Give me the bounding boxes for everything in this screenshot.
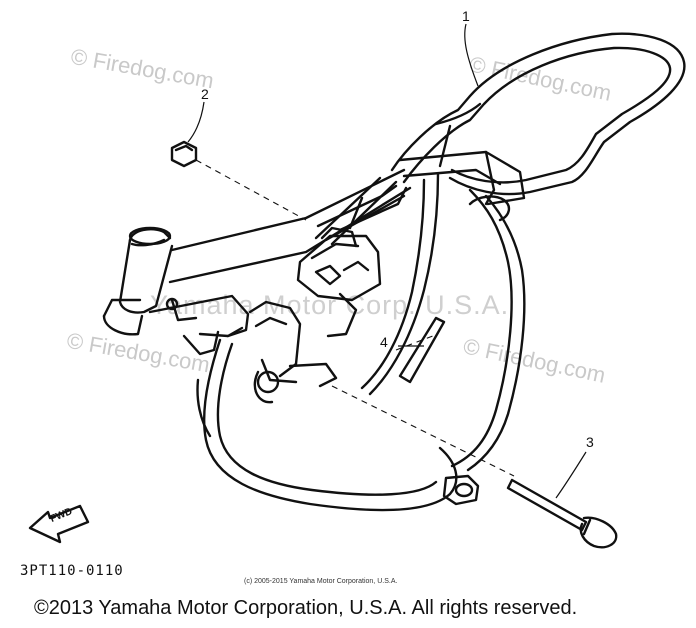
rear-loop — [360, 172, 526, 472]
nut-part-2 — [170, 140, 198, 168]
seat-rail-outline — [390, 32, 686, 196]
callout-leaders — [187, 23, 587, 499]
diagram-part-code: 3PT110-0110 — [20, 563, 124, 579]
callout-part-1: 1 — [462, 8, 470, 24]
rear-mount-boss — [442, 474, 480, 506]
callout-part-4: 4 — [380, 334, 388, 350]
small-copyright: (c) 2005-2015 Yamaha Motor Corporation, … — [244, 578, 398, 585]
main-frame-tubes — [168, 168, 412, 284]
cradle-down-tube — [196, 338, 458, 512]
callout-part-2: 2 — [201, 86, 209, 102]
footer-copyright: ©2013 Yamaha Motor Corporation, U.S.A. A… — [34, 597, 578, 619]
front-gusset — [148, 294, 250, 356]
dashed-alignment-lines — [195, 159, 515, 477]
pin-part-4 — [398, 316, 446, 384]
headstock — [102, 226, 174, 336]
bolt-part-3 — [506, 478, 618, 549]
front-arrow-outline — [28, 504, 90, 544]
callout-part-3: 3 — [586, 434, 594, 450]
gusset-plates — [296, 226, 382, 338]
engine-bracket — [248, 300, 338, 404]
